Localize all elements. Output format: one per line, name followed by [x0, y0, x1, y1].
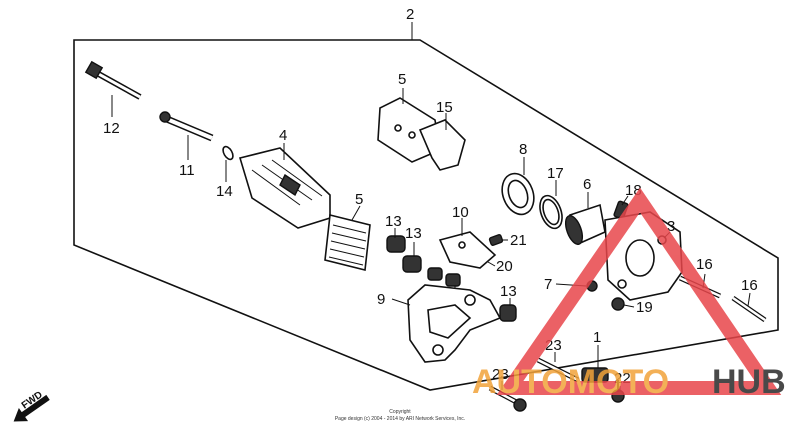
callout-13d: 13 — [500, 283, 517, 300]
callout-17: 17 — [547, 165, 564, 182]
callout-9: 9 — [377, 291, 385, 308]
part-15-retainer — [418, 119, 466, 171]
part-13-bushings — [386, 235, 517, 322]
callout-15: 15 — [436, 99, 453, 116]
copyright-line-2: Page design (c) 2004 - 2014 by ARI Netwo… — [335, 416, 465, 422]
callout-13b: 13 — [405, 225, 422, 242]
watermark-text-red: AUTOMOTO — [472, 363, 669, 401]
callout-14: 14 — [216, 183, 233, 200]
watermark-text-dark: HUB — [712, 363, 786, 401]
part-9-bracket — [407, 284, 502, 363]
callout-2: 2 — [406, 6, 414, 23]
part-10-shim — [438, 231, 497, 269]
watermark-logo: AUTOMOTO HUB — [472, 187, 786, 401]
assembly-frame — [73, 39, 779, 391]
part-11-pin — [159, 111, 214, 142]
callout-4: 4 — [279, 127, 287, 144]
callout-21: 21 — [510, 232, 527, 249]
callout-11: 11 — [179, 162, 195, 179]
callout-23b: 23 — [492, 366, 509, 383]
part-5-lower-pad — [324, 214, 371, 271]
fwd-arrow: FWD — [13, 389, 50, 422]
callout-3: 3 — [667, 218, 675, 235]
part-21-nipple — [488, 234, 504, 246]
part-14-clip — [222, 145, 234, 161]
part-12-bolt — [84, 60, 142, 100]
callout-5a: 5 — [398, 71, 406, 88]
part-19-bolt — [611, 297, 625, 311]
callout-5b: 5 — [355, 191, 363, 208]
callout-13a: 13 — [385, 213, 402, 230]
part-5-upper-pad-plate — [377, 97, 441, 163]
copyright-line-1: Copyright — [389, 409, 411, 415]
part-17-oring — [539, 194, 563, 230]
part-6-piston — [564, 203, 606, 246]
callout-12: 12 — [103, 120, 120, 137]
callout-16a: 16 — [696, 256, 713, 273]
callout-7: 7 — [544, 276, 552, 293]
callout-19: 19 — [636, 299, 653, 316]
callout-8: 8 — [519, 141, 527, 158]
callout-20: 20 — [496, 258, 513, 275]
part-4-pad-cover — [238, 147, 331, 229]
callout-16b: 16 — [741, 277, 758, 294]
callout-1: 1 — [593, 329, 601, 346]
part-23-bolts — [488, 357, 580, 412]
callout-6: 6 — [583, 176, 591, 193]
callout-10: 10 — [452, 204, 469, 221]
part-8-seal — [501, 172, 535, 216]
